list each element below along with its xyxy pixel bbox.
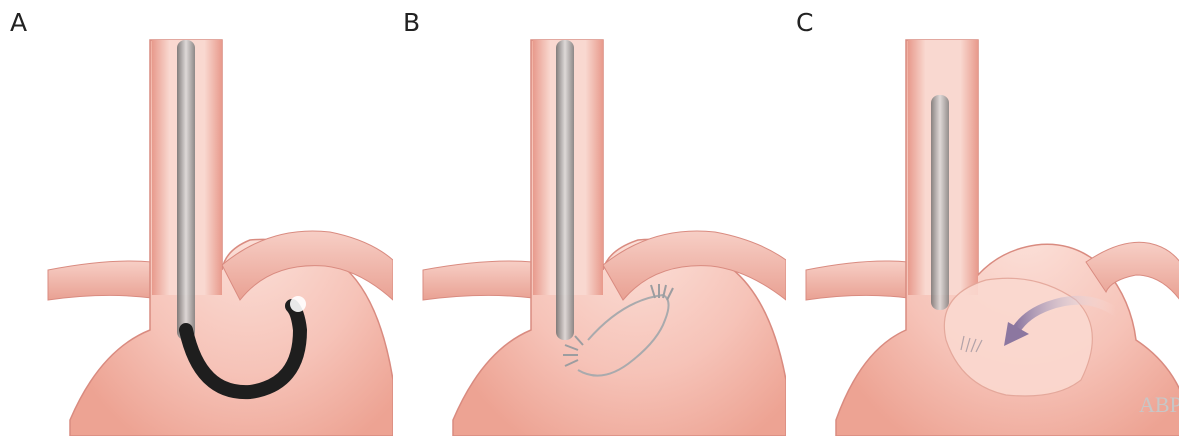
endoscope-shaft <box>556 40 574 340</box>
endoscope-shaft <box>177 40 195 340</box>
endoscope-shaft <box>931 95 949 310</box>
panel-label-c: C <box>796 8 813 37</box>
panel-b: B <box>393 0 786 436</box>
panel-b-illustration <box>393 0 786 436</box>
panel-a-illustration <box>0 0 393 436</box>
panel-c-illustration <box>786 0 1179 436</box>
diaphragm-left <box>48 261 152 300</box>
scope-light <box>290 296 306 312</box>
panel-a: A <box>0 0 393 436</box>
panel-label-b: B <box>403 8 420 37</box>
panel-label-a: A <box>10 8 27 37</box>
diaphragm-left <box>423 261 533 300</box>
publisher-watermark: ABP <box>1139 392 1179 418</box>
diaphragm-left <box>806 261 908 300</box>
panel-c: C ABP <box>786 0 1179 436</box>
